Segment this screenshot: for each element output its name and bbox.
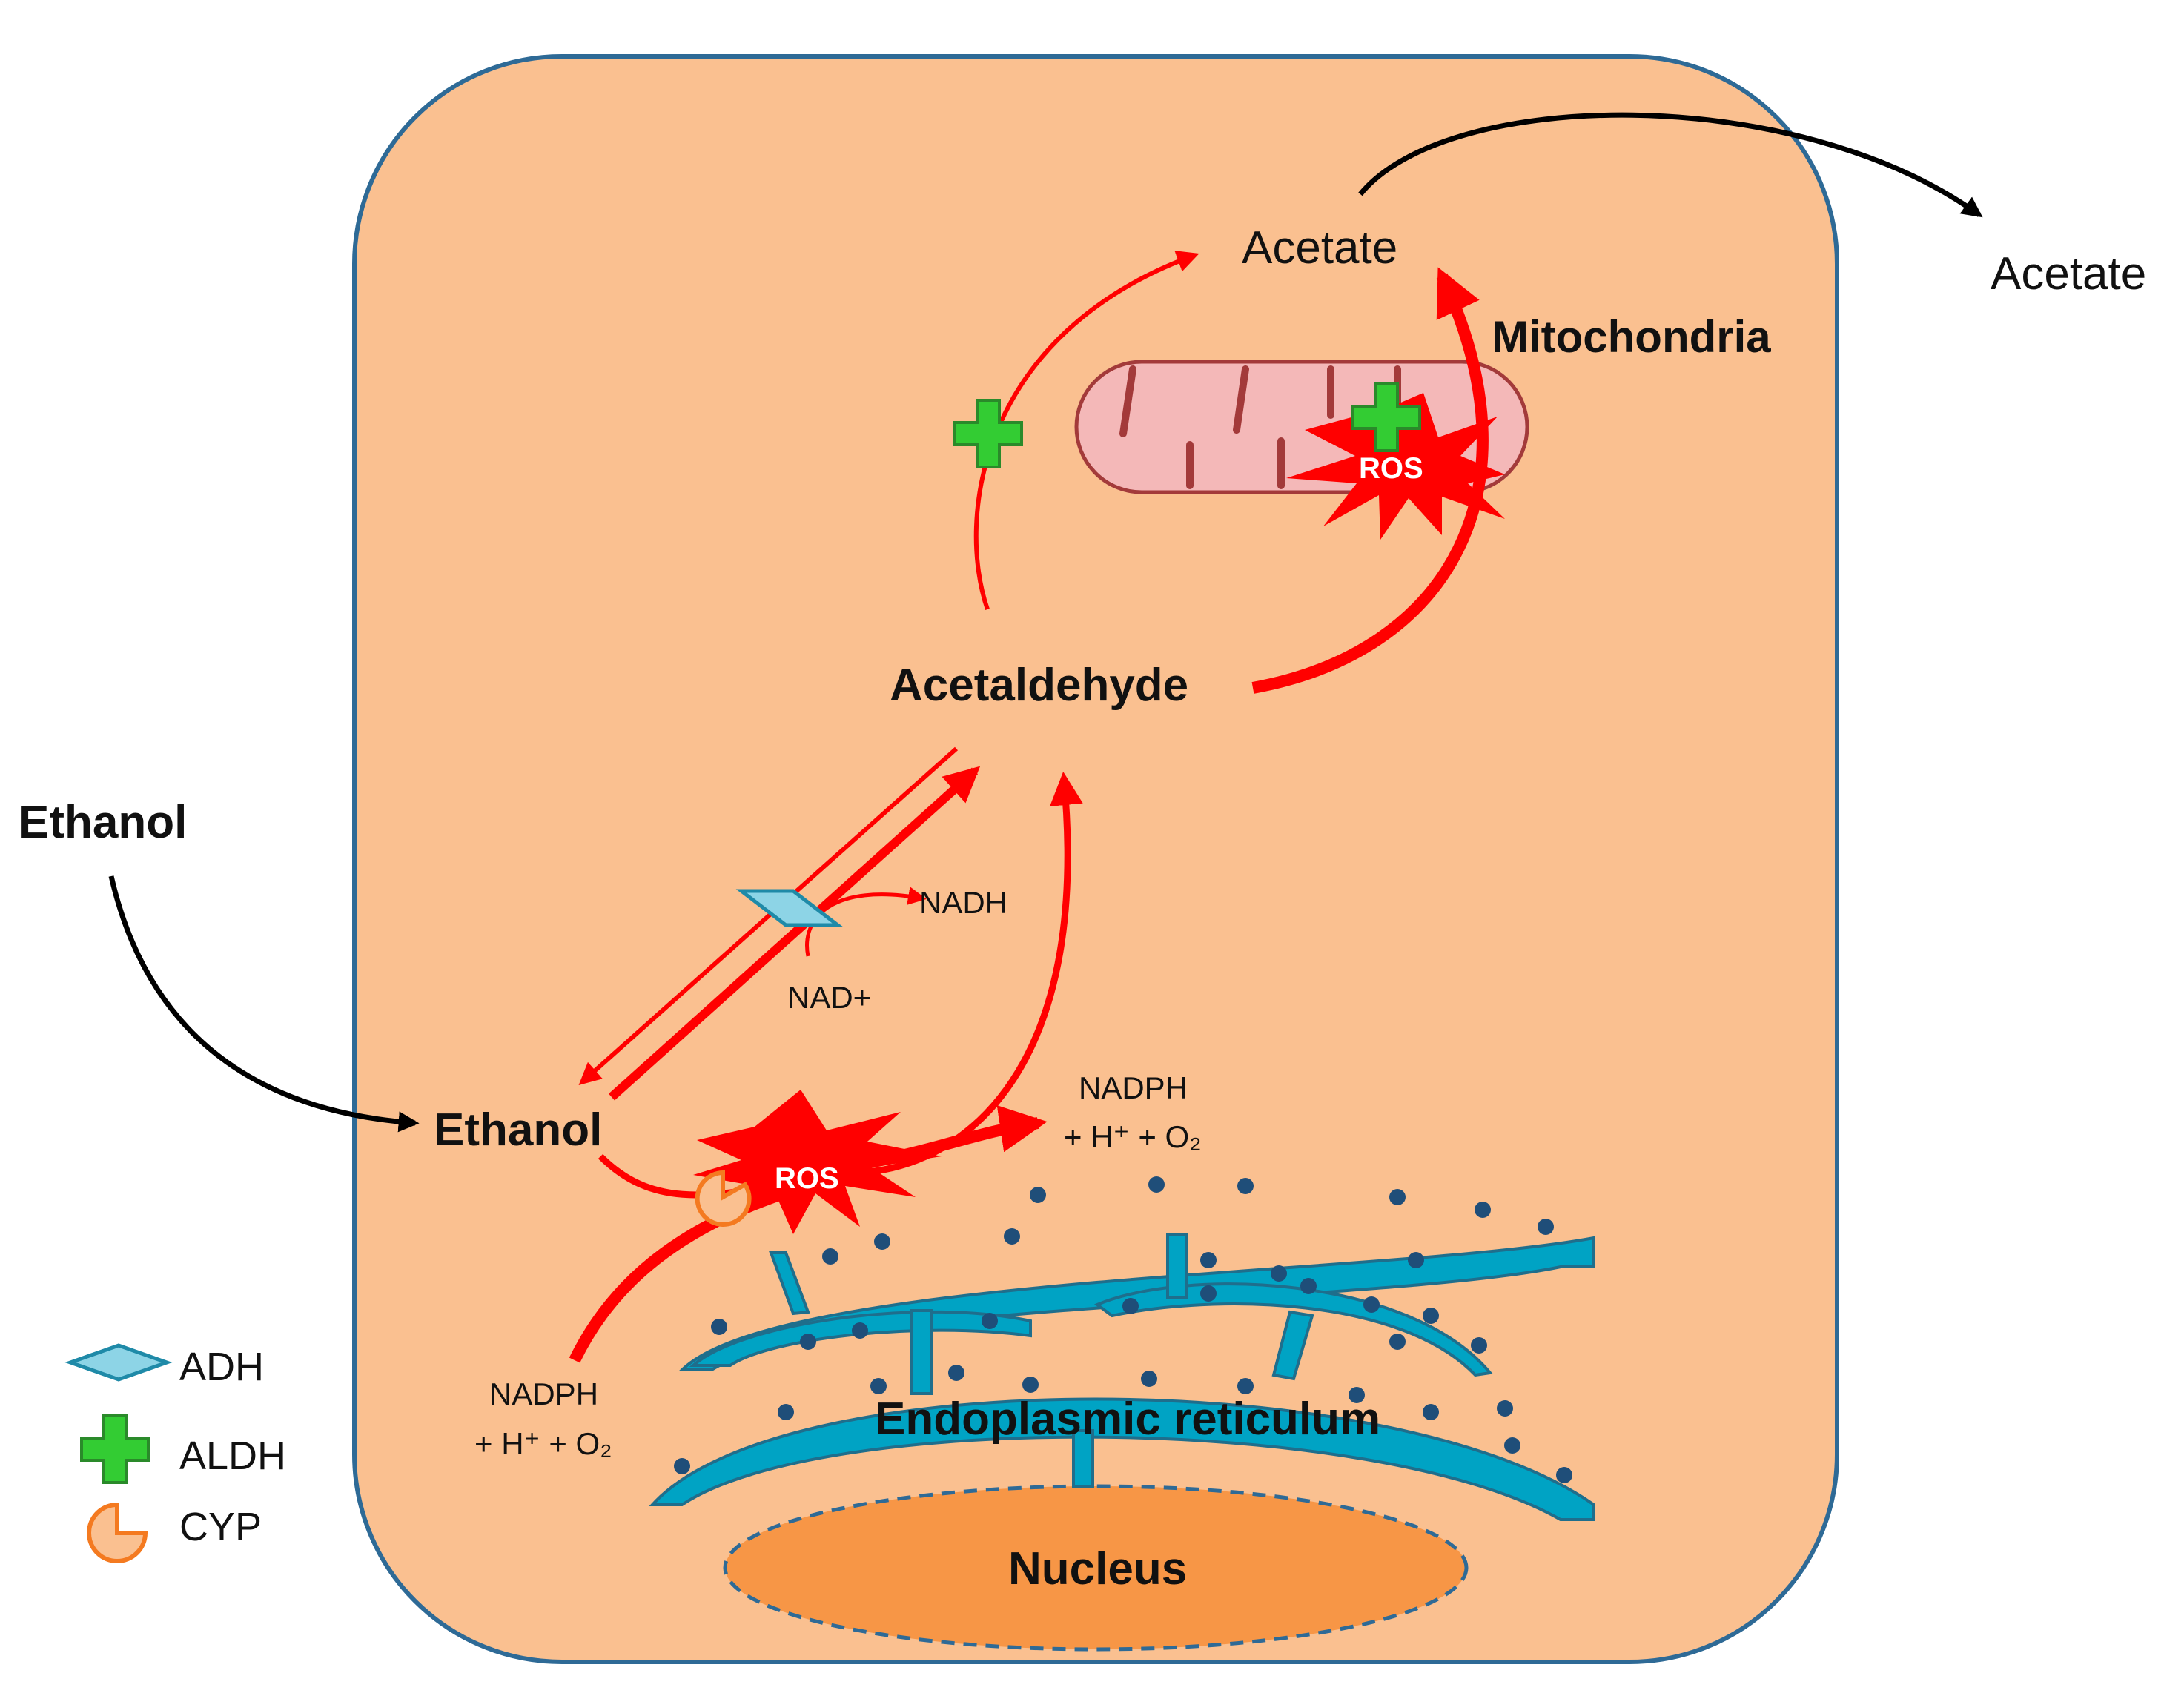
label-ethanol-outside: Ethanol [19, 797, 187, 848]
arrow-ethanol-cyp-to-acetaldehyde [598, 772, 1083, 1199]
arrow-acetaldehyde-to-acetate-mitochondria [1251, 267, 1489, 694]
legend-aldh-label: ALDH [179, 1434, 286, 1478]
endoplasmic-reticulum-shape [649, 1176, 1595, 1521]
arrow-ethanol-to-acetaldehyde [608, 766, 981, 1101]
label-nadph-lower-2: + H⁺ + O₂ [474, 1426, 612, 1461]
aldh-cytosol-green-cross-icon [953, 399, 1023, 468]
label-acetaldehyde: Acetaldehyde [890, 660, 1188, 711]
legend-aldh-green-cross-icon [80, 1414, 150, 1484]
label-nadph-upper-2: + H⁺ + O₂ [1064, 1119, 1202, 1154]
arrow-acetate-export [1358, 112, 1983, 218]
label-ethanol-inside: Ethanol [434, 1104, 602, 1156]
legend: ADH ALDH CYP [64, 1343, 286, 1563]
label-ros-er: ROS [775, 1162, 839, 1195]
label-endoplasmic-reticulum: Endoplasmic reticulum [875, 1394, 1380, 1445]
label-nadph-upper-1: NADPH [1079, 1070, 1188, 1105]
arrow-acetaldehyde-to-ethanol [578, 746, 958, 1085]
ros-er-starburst-icon [693, 1090, 942, 1234]
label-nadph-lower-1: NADPH [489, 1377, 598, 1411]
label-acetate-outside: Acetate [1991, 248, 2146, 299]
ros-mito-starburst-icon [1286, 393, 1505, 540]
legend-cyp-label: CYP [179, 1505, 262, 1549]
legend-adh-diamond-icon [64, 1343, 173, 1382]
label-nadh: NADH [919, 885, 1007, 920]
label-acetate-inside: Acetate [1242, 222, 1397, 274]
adh-diamond-icon [735, 889, 844, 927]
aldh-mito-green-cross-icon [1351, 382, 1421, 452]
arrow-nad-to-nadh [805, 887, 927, 957]
nucleus-shape [723, 1484, 1469, 1652]
legend-cyp-pacman-icon [87, 1502, 148, 1563]
label-mitochondria: Mitochondria [1492, 312, 1771, 362]
cyp-pacman-icon [695, 1170, 752, 1227]
label-nad-plus: NAD+ [787, 980, 871, 1015]
transport-arrows [108, 112, 1983, 1133]
legend-adh-label: ADH [179, 1345, 264, 1389]
arrow-ethanol-uptake [108, 875, 420, 1133]
label-ros-mito: ROS [1359, 452, 1423, 485]
label-nucleus: Nucleus [1008, 1543, 1187, 1594]
